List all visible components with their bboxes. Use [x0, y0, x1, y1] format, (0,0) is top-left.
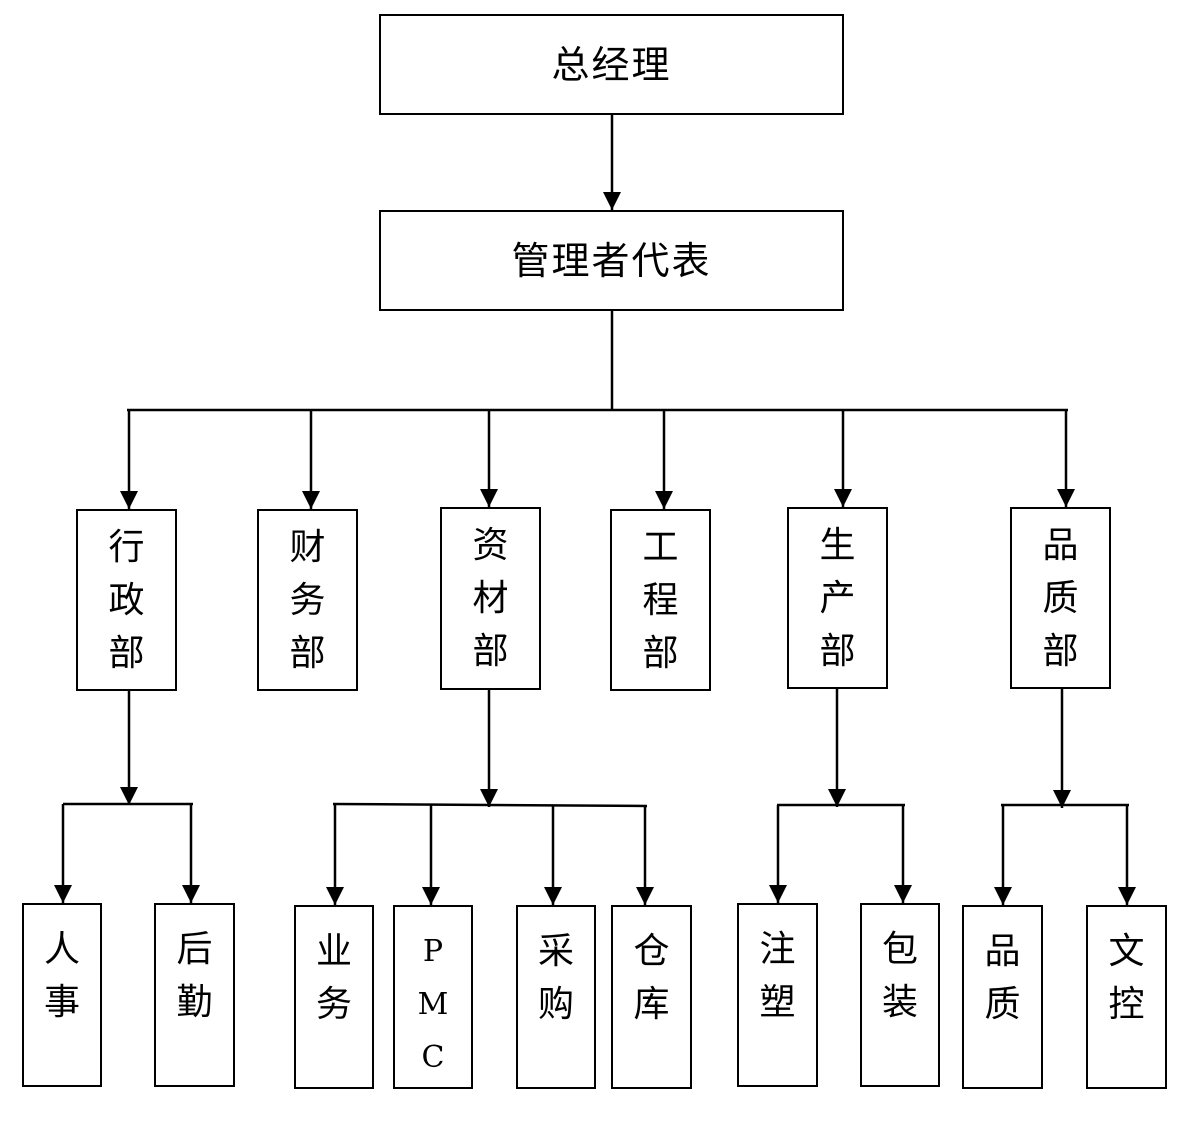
molding-unit-box: 注 塑	[737, 903, 818, 1087]
warehouse-unit-label: 仓 库	[633, 931, 670, 1025]
warehouse-unit-box: 仓 库	[611, 905, 692, 1089]
doc-control-unit-label: 文 控	[1108, 931, 1145, 1025]
doc-control-unit-box: 文 控	[1086, 905, 1167, 1089]
hr-unit-label: 人 事	[43, 929, 80, 1023]
hr-unit-box: 人 事	[22, 903, 102, 1087]
packaging-unit-box: 包 装	[860, 903, 940, 1087]
production-dept-label: 生 产 部	[819, 524, 856, 672]
logistics-unit-box: 后 勤	[154, 903, 235, 1087]
materials-dept-box: 资 材 部	[440, 507, 541, 690]
general-manager-box: 总经理	[379, 14, 844, 115]
molding-unit-label: 注 塑	[759, 929, 796, 1023]
logistics-unit-label: 后 勤	[176, 929, 213, 1023]
purchasing-unit-label: 采 购	[537, 931, 574, 1025]
finance-dept-label: 财 务 部	[289, 526, 326, 674]
quality-dept-box: 品 质 部	[1010, 507, 1111, 689]
qc-unit-label: 品 质	[984, 931, 1021, 1025]
admin-dept-box: 行 政 部	[76, 509, 177, 691]
management-rep-label: 管理者代表	[511, 238, 712, 283]
quality-dept-label: 品 质 部	[1042, 524, 1079, 672]
business-unit-box: 业 务	[294, 905, 374, 1089]
packaging-unit-label: 包 装	[881, 929, 918, 1023]
materials-bus-line	[332, 802, 648, 808]
general-manager-label: 总经理	[551, 42, 672, 87]
qc-unit-box: 品 质	[962, 905, 1043, 1089]
admin-dept-label: 行 政 部	[108, 526, 145, 674]
management-rep-box: 管理者代表	[379, 210, 844, 311]
pmc-unit-box: P M C	[393, 905, 473, 1089]
engineering-dept-label: 工 程 部	[642, 526, 679, 674]
pmc-unit-label: P M C	[417, 934, 449, 1075]
production-dept-box: 生 产 部	[787, 507, 888, 689]
business-unit-label: 业 务	[315, 931, 352, 1025]
purchasing-unit-box: 采 购	[516, 905, 596, 1089]
finance-dept-box: 财 务 部	[257, 509, 358, 691]
engineering-dept-box: 工 程 部	[610, 509, 711, 691]
materials-dept-label: 资 材 部	[472, 525, 509, 672]
